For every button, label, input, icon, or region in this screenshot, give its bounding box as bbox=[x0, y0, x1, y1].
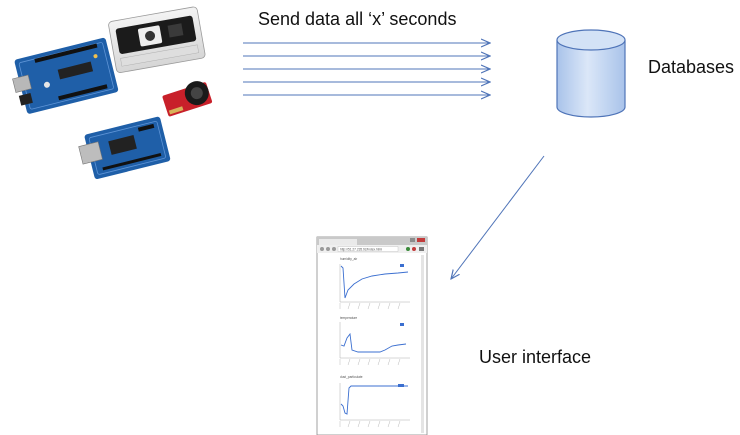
data-flow-arrows bbox=[243, 43, 490, 95]
close-icon bbox=[417, 238, 425, 242]
send-data-label: Send data all ‘x’ seconds bbox=[258, 9, 457, 29]
minimize-icon bbox=[410, 238, 415, 242]
thumbnail-chart: temperature bbox=[339, 316, 410, 366]
arduino-board-icon bbox=[12, 37, 119, 114]
microphone-sensor-icon bbox=[162, 81, 213, 117]
thumbnail-series-line bbox=[340, 332, 407, 353]
database-to-ui-arrow bbox=[451, 155, 545, 279]
thumbnail-chart-title: temperature bbox=[340, 316, 357, 320]
back-icon bbox=[320, 247, 324, 251]
database-cylinder-icon bbox=[556, 29, 626, 118]
extension-icon bbox=[412, 247, 416, 251]
browser-window: http://51.27.235.92/index.html humidity_… bbox=[316, 236, 428, 435]
reload-icon bbox=[332, 247, 336, 251]
extension-icon bbox=[406, 247, 410, 251]
thumbnail-chart-title: humidity_air bbox=[340, 257, 358, 261]
menu-icon bbox=[419, 247, 424, 251]
thumbnail-chart: dust_particulate bbox=[339, 375, 410, 428]
thumbnail-chart: humidity_air bbox=[339, 257, 410, 310]
forward-icon bbox=[326, 247, 330, 251]
hardware-cluster bbox=[12, 6, 213, 179]
address-text: http://51.27.235.92/index.html bbox=[340, 248, 382, 252]
thumbnail-series-line bbox=[340, 265, 409, 299]
databases-label: Databases bbox=[648, 57, 735, 77]
browser-tab bbox=[319, 239, 357, 245]
scrollbar bbox=[421, 255, 424, 433]
address-bar bbox=[337, 246, 399, 252]
dust-sensor-icon bbox=[108, 6, 206, 73]
ethernet-shield-icon bbox=[78, 116, 171, 179]
browser-title-bar bbox=[317, 237, 427, 245]
user-interface-label: User interface bbox=[479, 347, 592, 367]
thumbnail-chart-title: dust_particulate bbox=[340, 375, 363, 379]
thumbnail-series-line bbox=[340, 385, 408, 415]
